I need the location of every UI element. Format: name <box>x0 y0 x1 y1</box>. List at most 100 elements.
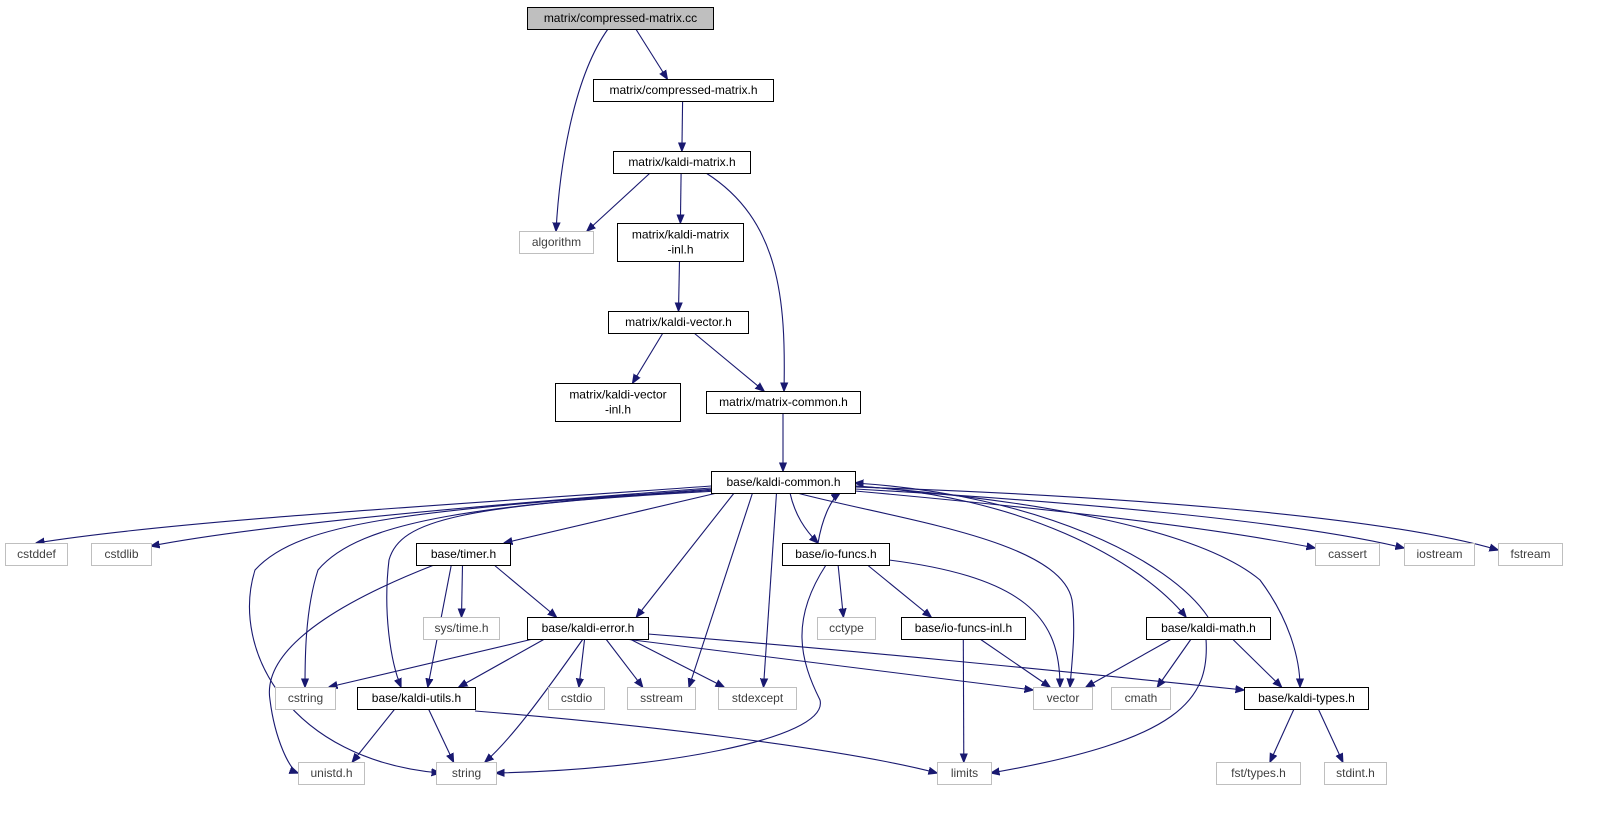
node-label: base/kaldi-error.h <box>542 621 635 635</box>
node-kc-h[interactable]: base/kaldi-common.h <box>711 471 856 494</box>
edge-kc_h-to-ke_h <box>636 492 735 617</box>
node-label: unistd.h <box>310 766 352 780</box>
node-root[interactable]: matrix/compressed-matrix.cc <box>527 7 714 30</box>
node-ku-h[interactable]: base/kaldi-utils.h <box>357 687 476 710</box>
node-label: iostream <box>1416 547 1462 561</box>
node-kmath-h[interactable]: base/kaldi-math.h <box>1146 617 1271 640</box>
node-label: matrix/compressed-matrix.h <box>609 83 757 97</box>
edge-kc_h-to-iof_h <box>789 492 818 543</box>
edge-kmath_h-to-kc_h <box>855 483 1209 618</box>
node-label: algorithm <box>532 235 581 249</box>
node-label: matrix/matrix-common.h <box>719 395 848 409</box>
node-label: cstring <box>288 691 323 705</box>
edge-kc_h-to-cassert <box>854 490 1315 548</box>
node-string: string <box>436 762 497 785</box>
node-kvi-h[interactable]: matrix/kaldi-vector-inl.h <box>555 383 681 422</box>
node-kv-h[interactable]: matrix/kaldi-vector.h <box>608 311 749 334</box>
edge-kt_h-to-fsttypes <box>1270 708 1295 762</box>
edge-kmath_h-to-vector <box>1086 638 1172 687</box>
edge-kc_h-to-vector <box>796 492 1074 687</box>
edge-root-to-algorithm <box>556 28 609 231</box>
node-ke-h[interactable]: base/kaldi-error.h <box>527 617 649 640</box>
edge-kc_h-to-string <box>248 488 716 773</box>
node-mc-h[interactable]: matrix/matrix-common.h <box>706 391 861 414</box>
node-stdexcept: stdexcept <box>718 687 797 710</box>
edge-timer_h-to-ke_h <box>493 564 556 617</box>
edge-ke_h-to-kt_h <box>647 633 1244 690</box>
node-cctype: cctype <box>817 617 876 640</box>
node-label: sstream <box>640 691 683 705</box>
node-label: limits <box>951 766 978 780</box>
node-label: matrix/kaldi-matrix <box>632 228 729 242</box>
node-label: stdint.h <box>1336 766 1375 780</box>
edge-timer_h-to-systime <box>462 564 463 617</box>
node-label: string <box>452 766 481 780</box>
edge-root-to-cm_h <box>635 28 668 79</box>
node-cmath: cmath <box>1111 687 1171 710</box>
node-label: fst/types.h <box>1231 766 1286 780</box>
edge-kc_h-to-iostream <box>854 488 1404 548</box>
node-label: cmath <box>1125 691 1158 705</box>
node-iof-h[interactable]: base/io-funcs.h <box>782 543 890 566</box>
node-label: cstdlib <box>104 547 138 561</box>
node-label: base/kaldi-common.h <box>726 475 840 489</box>
node-label: sys/time.h <box>434 621 488 635</box>
edge-ku_h-to-limits <box>474 710 937 773</box>
node-label: -inl.h <box>605 403 631 417</box>
edge-iof_h-to-cctype <box>837 564 843 617</box>
node-label: cstddef <box>17 547 56 561</box>
node-label: base/timer.h <box>431 547 496 561</box>
edge-ke_h-to-cstdio <box>579 638 586 687</box>
node-label: matrix/kaldi-vector.h <box>625 315 732 329</box>
node-limits: limits <box>937 762 992 785</box>
node-cstddef: cstddef <box>5 543 68 566</box>
edge-kc_h-to-sstream <box>689 492 754 687</box>
edge-kmath_h-to-cmath <box>1157 638 1192 687</box>
edge-iof_h-to-kc_h <box>817 493 840 544</box>
node-kt-h[interactable]: base/kaldi-types.h <box>1244 687 1369 710</box>
edge-kv_h-to-kvi_h <box>633 332 664 383</box>
edge-ku_h-to-unistd <box>352 708 396 762</box>
edge-ku_h-to-string <box>428 708 454 762</box>
node-km-h[interactable]: matrix/kaldi-matrix.h <box>613 151 751 174</box>
edge-km_h-to-algorithm <box>587 172 651 231</box>
edge-km_h-to-kmi_h <box>680 172 681 223</box>
edge-iof_h-to-iofi_h <box>867 564 931 617</box>
edge-iofi_h-to-vector <box>979 638 1050 687</box>
node-fstream: fstream <box>1498 543 1563 566</box>
edges-layer <box>36 28 1498 773</box>
edge-kc_h-to-ku_h <box>386 490 719 687</box>
edge-kc_h-to-stdexcept <box>764 492 778 687</box>
node-systime: sys/time.h <box>423 617 500 640</box>
edge-kc_h-to-cstddef <box>36 485 712 543</box>
edge-ke_h-to-ku_h <box>459 638 545 687</box>
edge-ke_h-to-cstring <box>329 638 534 687</box>
node-stdint: stdint.h <box>1324 762 1387 785</box>
node-timer-h[interactable]: base/timer.h <box>416 543 511 566</box>
node-label: -inl.h <box>667 243 693 257</box>
node-iofi-h[interactable]: base/io-funcs-inl.h <box>901 617 1026 640</box>
node-label: cassert <box>1328 547 1367 561</box>
edge-kc_h-to-cstring <box>305 489 717 687</box>
edge-kc_h-to-timer_h <box>504 492 718 543</box>
node-kmi-h[interactable]: matrix/kaldi-matrix-inl.h <box>617 223 744 262</box>
node-label: matrix/compressed-matrix.cc <box>544 11 697 25</box>
node-sstream: sstream <box>627 687 696 710</box>
nodes-layer: matrix/compressed-matrix.cc matrix/compre… <box>5 7 1563 785</box>
node-label: cctype <box>829 621 864 635</box>
node-cstdlib: cstdlib <box>91 543 152 566</box>
node-label: base/kaldi-utils.h <box>372 691 461 705</box>
edge-ke_h-to-vector <box>624 638 1033 690</box>
edge-kmath_h-to-limits <box>991 638 1207 773</box>
node-cm-h[interactable]: matrix/compressed-matrix.h <box>593 79 774 102</box>
edge-kc_h-to-kt_h <box>854 485 1300 687</box>
node-cstdio: cstdio <box>548 687 605 710</box>
node-label: stdexcept <box>732 691 784 705</box>
edge-ke_h-to-stdexcept <box>629 638 724 687</box>
node-iostream: iostream <box>1404 543 1475 566</box>
node-fsttypes: fst/types.h <box>1216 762 1301 785</box>
edge-iof_h-to-string <box>496 564 827 773</box>
node-label: matrix/kaldi-vector <box>569 388 666 402</box>
node-vector: vector <box>1033 687 1093 710</box>
